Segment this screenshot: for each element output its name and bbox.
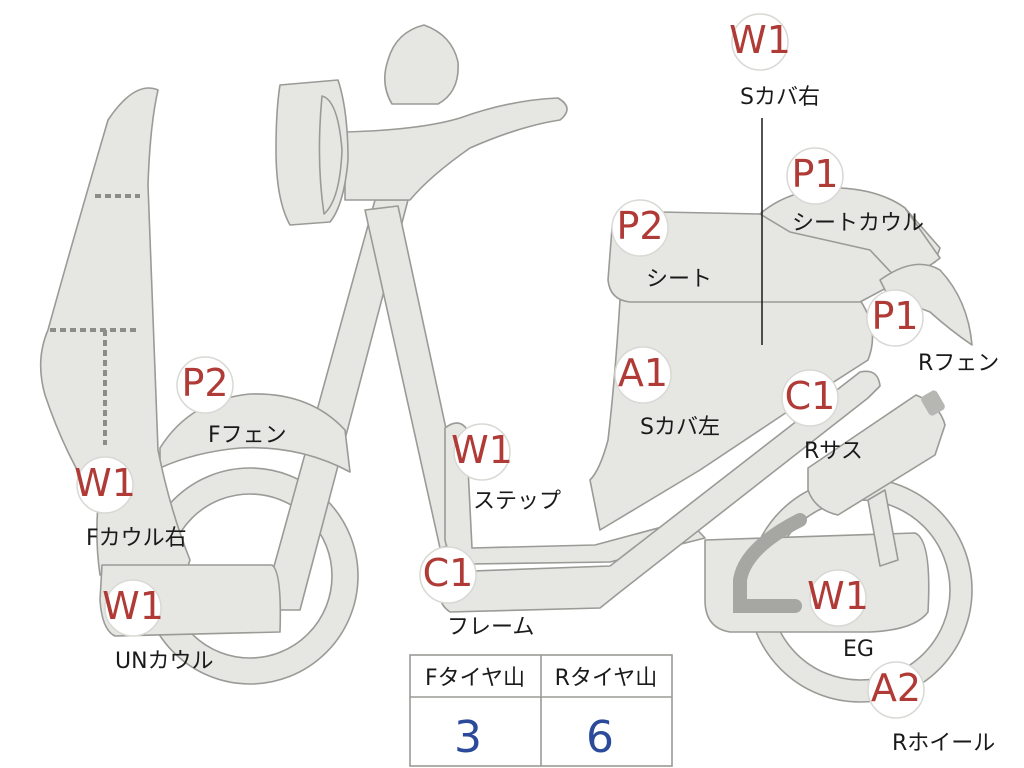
grade-badge xyxy=(76,456,134,514)
grade-text: W1 xyxy=(102,584,164,628)
part-rear-fender[interactable]: P1 Rフェン xyxy=(866,289,999,376)
grade-text: W1 xyxy=(74,461,136,505)
grade-text: C1 xyxy=(423,551,474,595)
part-rear-wheel[interactable]: A2 Rホイール xyxy=(867,661,995,756)
grade-text: W1 xyxy=(729,18,791,62)
part-under-cowl[interactable]: W1 UNカウル xyxy=(102,579,214,674)
part-engine[interactable]: W1 EG xyxy=(807,569,874,662)
grade-badge xyxy=(176,356,234,414)
grade-text: P2 xyxy=(181,361,228,405)
part-label: シート xyxy=(646,267,712,292)
shock-stub xyxy=(921,390,945,416)
grade-badge xyxy=(104,579,162,637)
grade-badge xyxy=(453,423,511,481)
grade-badge xyxy=(866,289,924,347)
part-s-cover-left[interactable]: A1 Sカバ左 xyxy=(614,346,720,440)
part-label: Sカバ左 xyxy=(640,415,720,440)
grade-badge xyxy=(781,369,839,427)
grade-text: W1 xyxy=(807,574,869,618)
grade-text: P1 xyxy=(791,152,838,196)
front-tire-header: Fタイヤ山 xyxy=(425,666,525,691)
grade-text: P2 xyxy=(616,204,663,248)
part-label: Rフェン xyxy=(918,351,999,376)
part-label: シートカウル xyxy=(792,211,924,236)
part-label: フレーム xyxy=(447,615,534,640)
handlebar xyxy=(344,97,568,201)
grade-badge xyxy=(809,569,867,627)
grade-badge xyxy=(614,346,672,404)
part-label: ステップ xyxy=(473,489,561,514)
grade-badge xyxy=(611,199,669,257)
part-label: Sカバ右 xyxy=(740,85,820,110)
part-seat-cowl[interactable]: P1 シートカウル xyxy=(786,147,924,236)
part-label: UNカウル xyxy=(115,649,214,674)
part-label: Fフェン xyxy=(208,423,287,448)
part-label: Rホイール xyxy=(892,731,995,756)
part-label: EG xyxy=(843,637,874,662)
mirror xyxy=(384,24,459,105)
exhaust-pipe xyxy=(733,513,807,613)
part-front-cowl-right[interactable]: W1 Fカウル右 xyxy=(74,456,187,551)
grade-text: A1 xyxy=(618,351,668,395)
part-seat[interactable]: P2 シート xyxy=(611,199,712,292)
shock-rod xyxy=(867,489,899,567)
part-step[interactable]: W1 ステップ xyxy=(451,423,561,514)
part-rear-suspension[interactable]: C1 Rサス xyxy=(781,369,863,464)
part-frame[interactable]: C1 フレーム xyxy=(419,546,534,640)
part-label: Rサス xyxy=(804,439,863,464)
grade-text: W1 xyxy=(451,428,513,472)
grade-badge xyxy=(786,147,844,205)
grade-badge xyxy=(419,546,477,604)
rear-tire-value: 6 xyxy=(586,712,614,763)
headlight-lens xyxy=(318,95,343,215)
part-front-fender[interactable]: P2 Fフェン xyxy=(176,356,287,448)
front-tire-value: 3 xyxy=(454,712,482,763)
part-label: Fカウル右 xyxy=(86,526,187,551)
tire-tread-table: Fタイヤ山 Rタイヤ山 3 6 xyxy=(409,654,673,767)
grade-text: P1 xyxy=(871,294,918,338)
grade-badge xyxy=(867,661,925,719)
grade-text: C1 xyxy=(785,374,836,418)
grade-badge xyxy=(731,13,789,71)
grade-text: A2 xyxy=(871,666,921,710)
rear-tire-header: Rタイヤ山 xyxy=(555,666,658,691)
part-s-cover-right[interactable]: W1 Sカバ右 xyxy=(729,13,820,110)
